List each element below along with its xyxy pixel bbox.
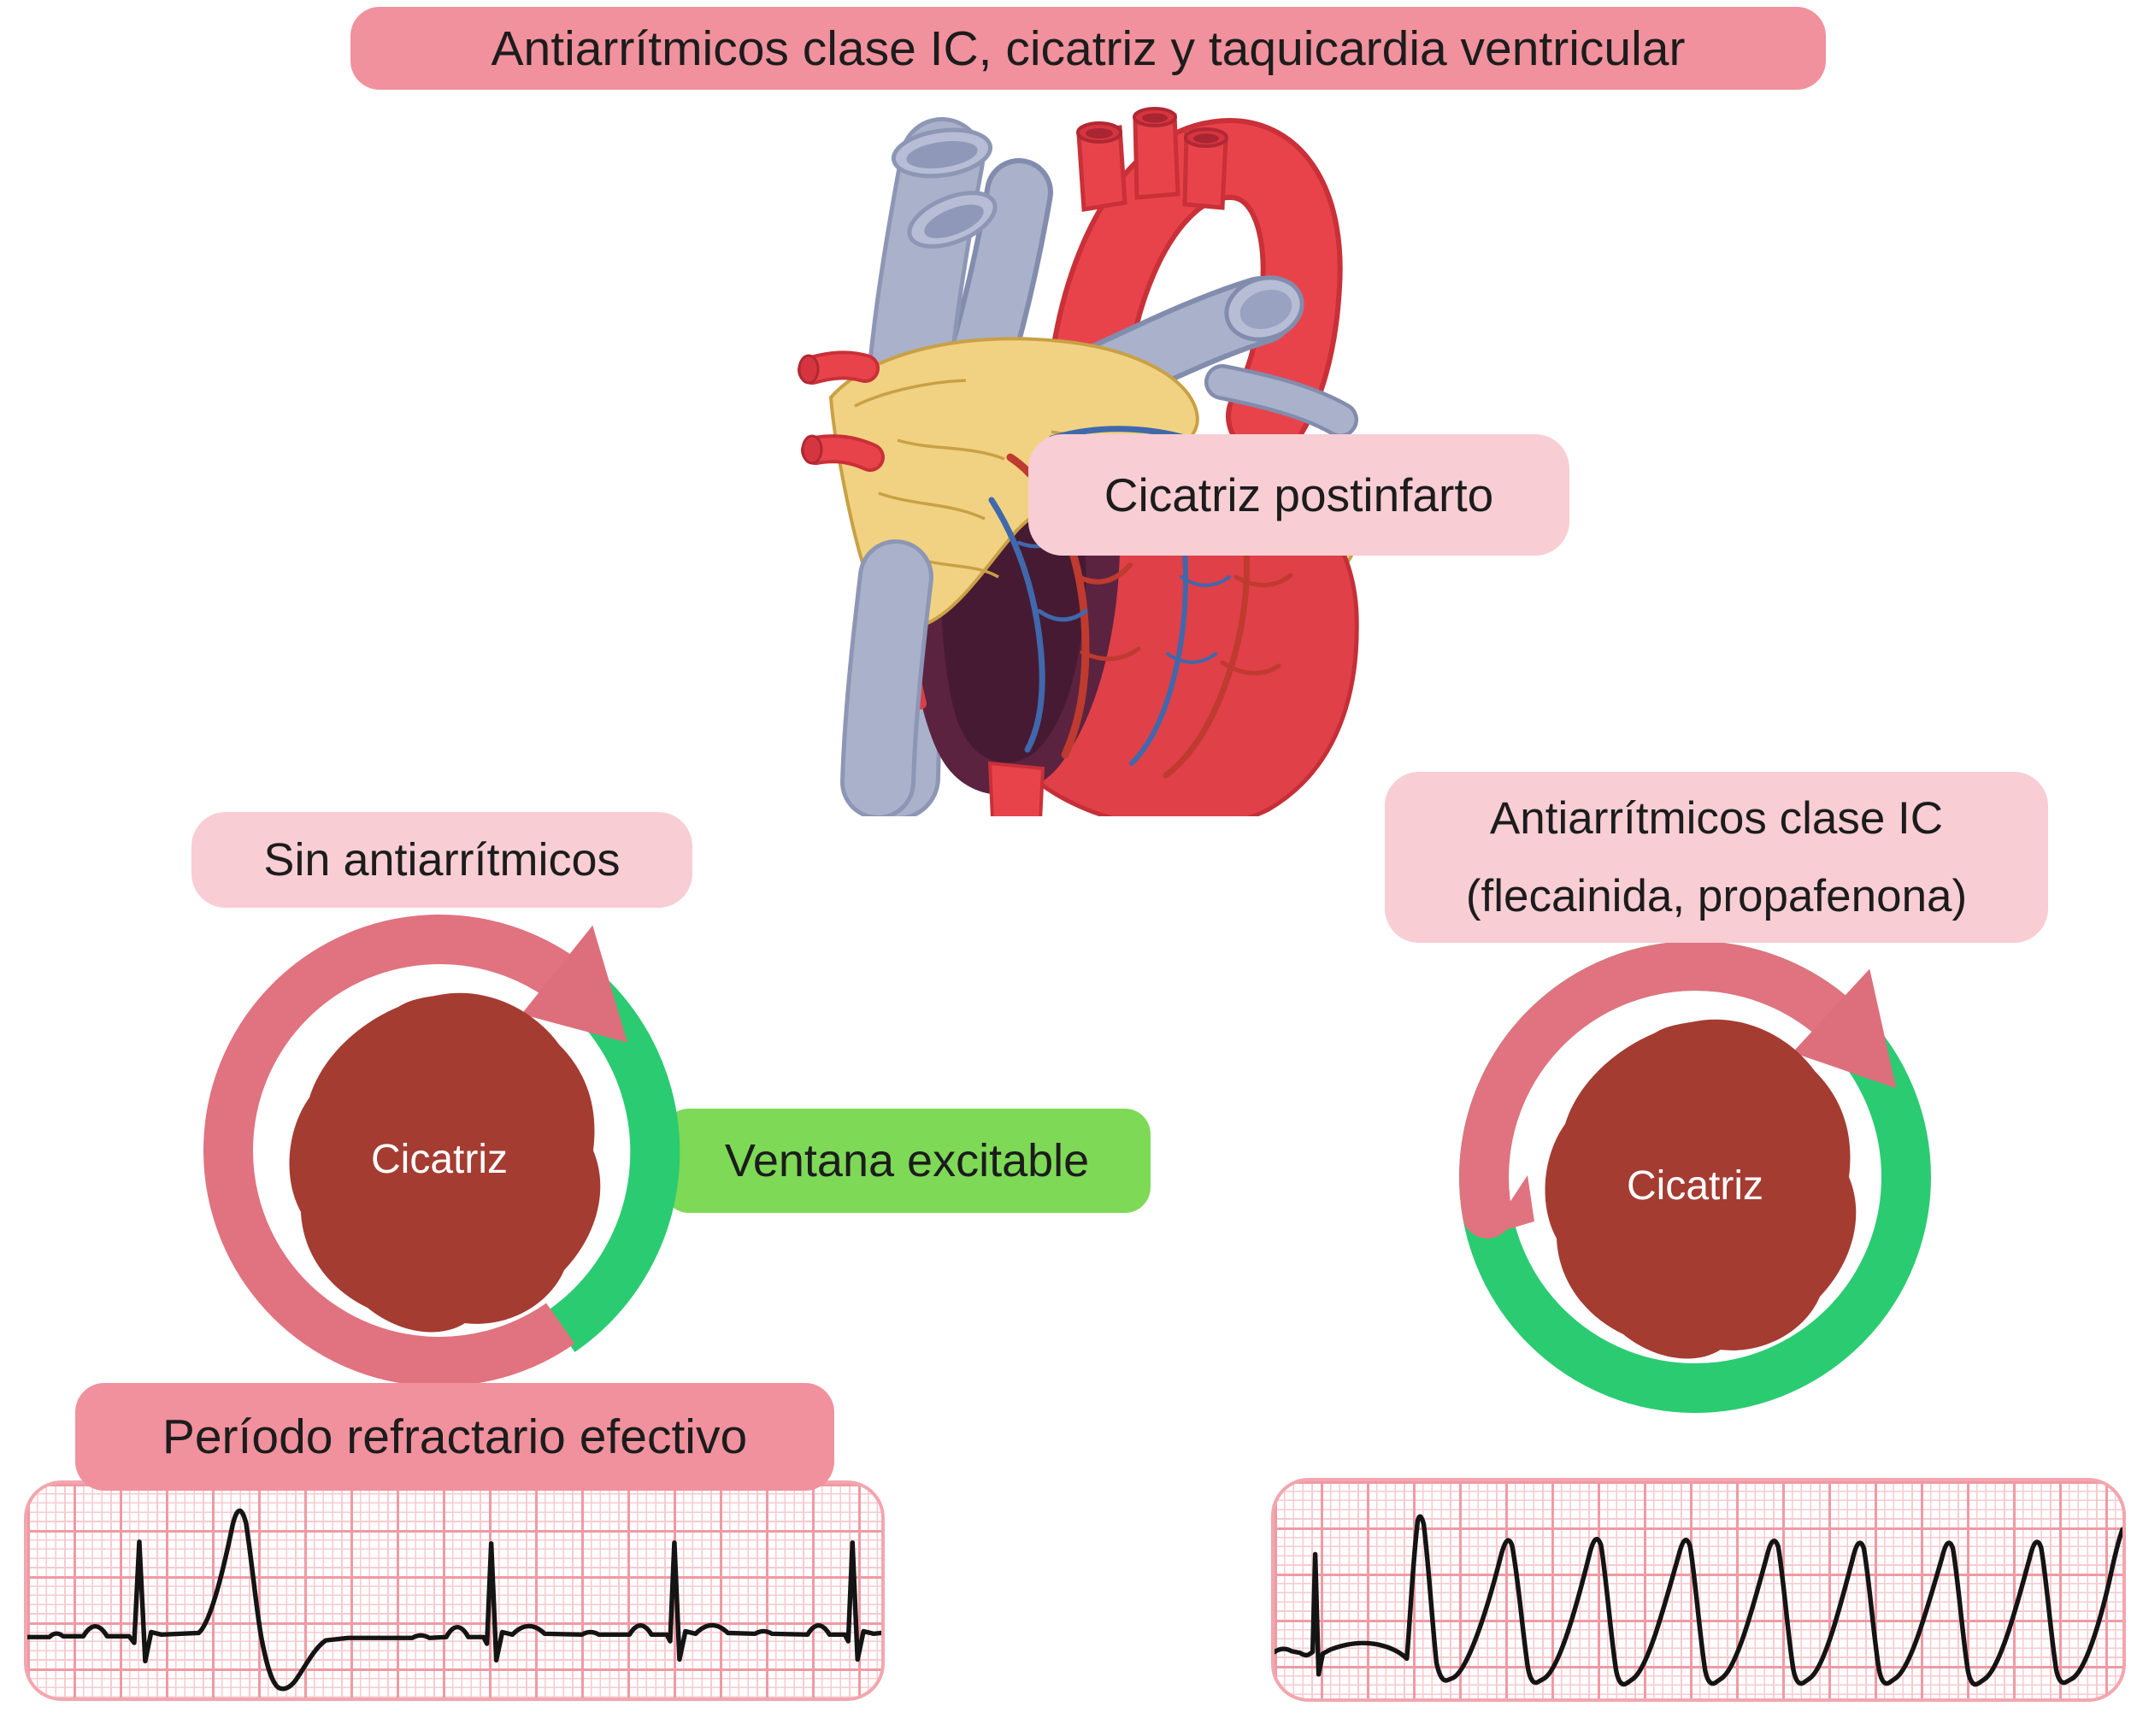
scar-blob <box>289 992 601 1333</box>
ecg-trace-vt <box>1275 1514 2122 1687</box>
ecg-trace-sinus <box>27 1508 881 1692</box>
right-panel-header: Antiarrítmicos clase IC (flecainida, pro… <box>1385 772 2048 943</box>
ecg-strip-sinus <box>24 1480 885 1701</box>
page-title: Antiarrítmicos clase IC, cicatriz y taqu… <box>350 7 1826 90</box>
reentry-circuit-no-drug: Cicatriz <box>203 915 680 1386</box>
refractory-period-label: Período refractario efectivo <box>75 1383 834 1491</box>
excitable-window-label: Ventana excitable <box>663 1109 1151 1213</box>
vessel-stub-bottom <box>987 761 1045 816</box>
ecg-strip-vt <box>1271 1478 2126 1702</box>
right-panel-header-line2: (flecainida, propafenona) <box>1465 871 1968 921</box>
wavefront-arrowhead <box>521 925 628 1043</box>
wavefront-tail <box>1488 1175 1534 1235</box>
left-panel-header: Sin antiarrítmicos <box>191 812 692 908</box>
refractory-wavefront-arc <box>1459 941 1882 1239</box>
scar-blob <box>1545 1019 1857 1359</box>
right-panel-header-line1: Antiarrítmicos clase IC <box>1489 792 1944 844</box>
scar-label: Cicatriz <box>371 1137 508 1182</box>
reentry-circuit-class-ic: Cicatriz <box>1459 941 1931 1413</box>
scar-label: Cicatriz <box>1627 1163 1763 1209</box>
scar-postinfarct-label: Cicatriz postinfarto <box>1028 434 1569 556</box>
refractory-wavefront-arc <box>203 915 592 1386</box>
vessel-stubs-left <box>798 350 885 472</box>
wavefront-arrowhead <box>1793 968 1897 1089</box>
